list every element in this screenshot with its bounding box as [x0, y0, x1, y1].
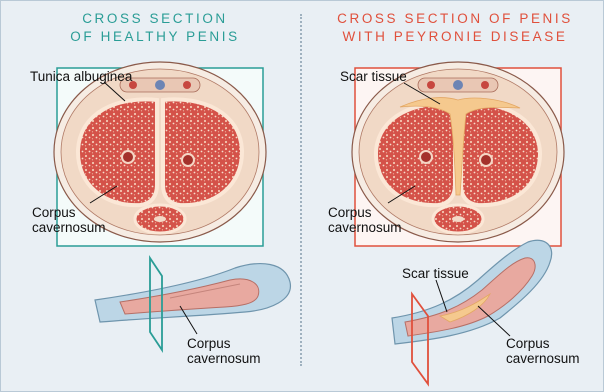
label-healthy-corpus-section: Corpus cavernosum — [32, 205, 106, 235]
label-tunica-albuginea: Tunica albuginea — [30, 69, 132, 84]
label-peyronie-corpus-section-line2: cavernosum — [328, 220, 402, 235]
label-healthy-corpus-side-line1: Corpus — [187, 336, 261, 351]
label-healthy-corpus-section-line1: Corpus — [32, 205, 106, 220]
label-peyronie-corpus-side-line1: Corpus — [506, 336, 580, 351]
label-peyronie-corpus-side: Corpus cavernosum — [506, 336, 580, 366]
label-healthy-corpus-side-line2: cavernosum — [187, 351, 261, 366]
label-peyronie-corpus-section-line1: Corpus — [328, 205, 402, 220]
label-scar-tissue-section: Scar tissue — [340, 69, 407, 84]
label-peyronie-corpus-side-line2: cavernosum — [506, 351, 580, 366]
label-scar-tissue-side: Scar tissue — [402, 266, 469, 281]
label-healthy-corpus-section-line2: cavernosum — [32, 220, 106, 235]
label-peyronie-corpus-section: Corpus cavernosum — [328, 205, 402, 235]
label-healthy-corpus-side: Corpus cavernosum — [187, 336, 261, 366]
